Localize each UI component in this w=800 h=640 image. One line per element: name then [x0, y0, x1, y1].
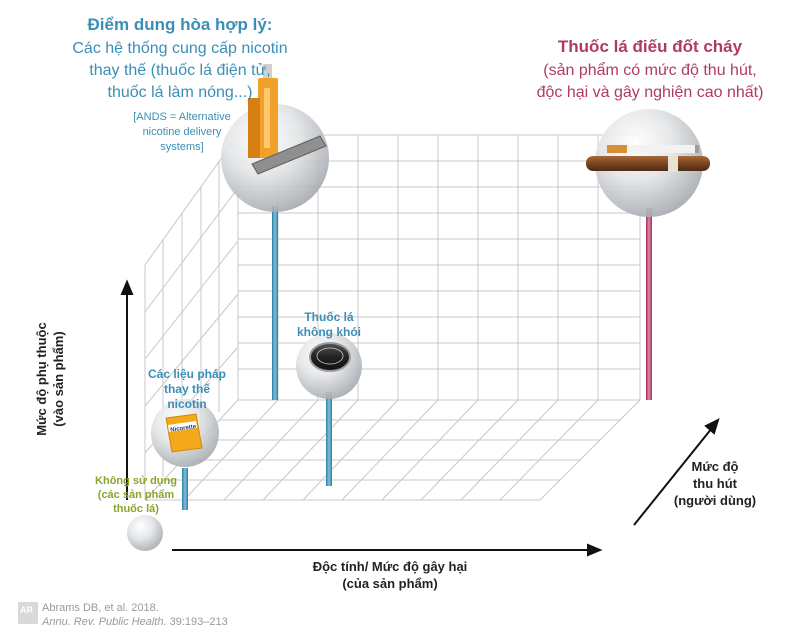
combustible-sphere	[586, 109, 710, 217]
y-axis-arrow	[120, 279, 134, 500]
smokeless-label-line2: không khói	[297, 325, 361, 339]
left-wall-grid	[144, 134, 239, 501]
ands-description-line3: thuốc lá làm nóng...)	[107, 84, 253, 101]
combustible-title: Thuốc lá điếu đốt cháy	[557, 37, 743, 56]
x-axis-arrow	[172, 543, 603, 557]
x-axis-label-line2: (của sản phẩm)	[342, 576, 438, 591]
svg-text:Nicorette: Nicorette	[170, 424, 197, 434]
combustible-stem	[646, 208, 652, 400]
y-axis-label-line1: Mức độ phụ thuộc	[34, 322, 49, 436]
nrt-stem	[182, 468, 188, 510]
floor-grid	[145, 399, 641, 501]
smokeless-sphere	[296, 333, 362, 399]
citation-source: Annu. Rev. Public Health. 39:193–213	[42, 616, 228, 629]
y-axis-label: Mức độ phụ thuộc (vào sản phẩm)	[33, 304, 67, 454]
nonuse-label-line2: (các sản phẩm	[97, 489, 175, 501]
ands-description-line2: thay thế (thuốc lá điện tử,	[89, 62, 271, 79]
combustible-description-line2: độc hại và gây nghiện cao nhất)	[536, 84, 764, 101]
z-axis-label-line3: (người dùng)	[673, 493, 757, 508]
ands-title: Điểm dung hòa hợp lý:	[87, 15, 273, 34]
ands-sphere	[221, 64, 329, 212]
smokeless-stem	[326, 392, 332, 486]
z-axis-label-line1: Mức độ	[691, 459, 739, 474]
citation-pages: 39:193–213	[166, 616, 228, 628]
ands-description-line1: Các hệ thống cung cấp nicotin	[72, 40, 288, 57]
cigar-icon	[586, 155, 710, 172]
heated-tobacco-device-icon	[251, 135, 327, 175]
stems	[182, 206, 652, 510]
nrt-label-line3: nicotin	[167, 397, 207, 411]
snus-tin-icon	[309, 342, 351, 372]
nicorette-box-icon: Nicorette	[165, 413, 203, 453]
ands-note-line3: systems]	[160, 141, 204, 153]
citation-authors: Abrams DB, et al. 2018.	[42, 602, 159, 614]
nrt-label-line2: thay thế	[163, 382, 210, 396]
cigarette-icon	[607, 145, 699, 153]
back-wall-grid	[237, 134, 641, 401]
ands-note-line1: [ANDS = Alternative	[133, 111, 231, 123]
y-axis-label-line2: (vào sản phẩm)	[51, 331, 66, 427]
z-axis-arrow	[633, 418, 720, 526]
nrt-sphere: Nicorette	[151, 399, 219, 467]
nonuse-label-line1: Không sử dụng	[95, 475, 177, 487]
ands-stem	[272, 206, 278, 400]
combustible-description-line1: (sản phẩm có mức độ thu hút,	[543, 62, 757, 79]
x-axis-label-line1: Độc tính/ Mức độ gây hại	[312, 559, 468, 574]
svg-text:AR: AR	[20, 605, 33, 615]
nonuse-label-line3: thuốc lá)	[113, 503, 159, 515]
nrt-label-line1: Các liệu pháp	[147, 367, 227, 381]
z-axis-label-line2: thu hút	[692, 476, 738, 491]
ands-note-line2: nicotine delivery	[142, 126, 222, 138]
annual-reviews-logo: AR	[18, 602, 38, 624]
e-cigarette-icon	[248, 64, 278, 158]
citation-journal: Annu. Rev. Public Health.	[42, 616, 167, 628]
smokeless-label-line1: Thuốc lá	[304, 310, 354, 324]
axes	[120, 279, 720, 557]
grid-box	[144, 134, 641, 501]
nonuse-sphere	[127, 515, 163, 551]
